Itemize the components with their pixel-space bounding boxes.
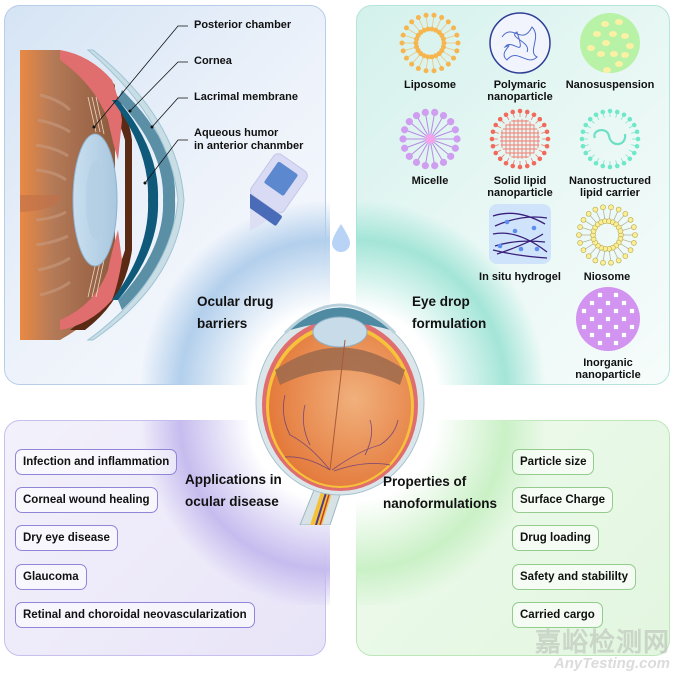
property-item: Surface Charge: [512, 487, 614, 513]
section-title-eye-drop-formulation: Eye drop formulation: [412, 291, 486, 335]
watermark-cn: 嘉峪检测网: [534, 627, 670, 657]
section-title-line: Applications in: [185, 472, 282, 487]
property-item: Drug loading: [512, 525, 599, 551]
hydrogel-icon: [489, 204, 551, 264]
nanosuspension-icon: [580, 13, 640, 73]
label-lacrimal-membrane: Lacrimal membrane: [194, 91, 298, 103]
watermark: 嘉峪检测网 AnyTesting.com: [535, 628, 670, 672]
property-item: Carried cargo: [512, 602, 603, 628]
label-aqueous-line2: in anterior chanmber: [194, 140, 304, 152]
application-item: Glaucoma: [15, 564, 87, 590]
property-item: Particle size: [512, 449, 595, 475]
eyeball-illustration: [255, 303, 425, 525]
nano-liposome: Liposome: [395, 12, 465, 91]
label-cornea: Cornea: [194, 55, 232, 67]
nano-caption: nanoparticle: [575, 369, 641, 381]
liposome-icon: [399, 12, 461, 74]
section-title-line: formulation: [412, 316, 487, 331]
eye-drop-bottle-icon: [250, 153, 308, 231]
section-title-line: barriers: [197, 316, 248, 331]
nano-niosome: Niosome: [572, 204, 642, 283]
section-title-line: ocular disease: [185, 494, 279, 509]
inorganic-nanoparticle-icon: [576, 287, 640, 351]
nano-caption: Micelle: [411, 175, 449, 187]
nano-nlc: Nanostructured lipid carrier: [560, 108, 660, 199]
property-item: Safety and stabililty: [512, 564, 637, 590]
polymeric-nanoparticle-icon: [489, 12, 551, 74]
application-item: Infection and inflammation: [15, 449, 178, 475]
nano-caption: Liposome: [404, 79, 456, 91]
nano-polymeric: Polymaric nanoparticle: [480, 12, 560, 103]
nano-caption: In situ hydrogel: [479, 271, 561, 283]
label-aqueous-line1: Aqueous humor: [194, 127, 279, 139]
nano-hydrogel: In situ hydrogel: [470, 204, 570, 283]
nano-solid-lipid: Solid lipid nanoparticle: [480, 108, 560, 199]
nano-caption: nanoparticle: [487, 91, 553, 103]
niosome-icon: [576, 204, 638, 266]
nanostructured-lipid-carrier-icon: [579, 108, 641, 170]
nano-micelle: Micelle: [395, 108, 465, 187]
nano-caption: Solid lipid: [493, 175, 547, 187]
micelle-icon: [399, 108, 461, 170]
nano-caption: Nanostructured: [569, 175, 651, 187]
section-title-line: Ocular drug: [197, 294, 274, 309]
nano-inorganic: Inorganic nanoparticle: [570, 286, 646, 381]
section-title-line: nanoformulations: [383, 496, 497, 511]
nano-caption: Nanosuspension: [565, 79, 655, 91]
label-posterior-chamber: Posterior chamber: [194, 19, 292, 31]
label-aqueous-humor: Aqueous humor in anterior chanmber: [194, 127, 303, 153]
nano-nanosuspension: Nanosuspension: [560, 12, 660, 91]
solid-lipid-nanoparticle-icon: [489, 108, 551, 170]
application-item: Dry eye disease: [15, 525, 118, 551]
cornea-layer: [86, 49, 185, 341]
application-item: Retinal and choroidal neovascularization: [15, 602, 255, 628]
nano-caption: lipid carrier: [580, 187, 640, 199]
nano-caption: Inorganic: [583, 357, 633, 369]
nano-caption: Polymaric: [493, 79, 547, 91]
nano-caption: nanoparticle: [487, 187, 553, 199]
section-title-applications: Applications in ocular disease: [185, 469, 282, 513]
nano-caption: Niosome: [583, 271, 631, 283]
section-title-ocular-drug-barriers: Ocular drug barriers: [197, 291, 274, 335]
water-drop-icon: [332, 224, 350, 252]
section-title-properties: Properties of nanoformulations: [383, 471, 497, 515]
anterior-eye-cross-section: [20, 25, 188, 341]
application-item: Corneal wound healing: [15, 487, 158, 513]
section-title-line: Eye drop: [412, 294, 470, 309]
watermark-en: AnyTesting.com: [553, 655, 670, 672]
section-title-line: Properties of: [383, 474, 467, 489]
